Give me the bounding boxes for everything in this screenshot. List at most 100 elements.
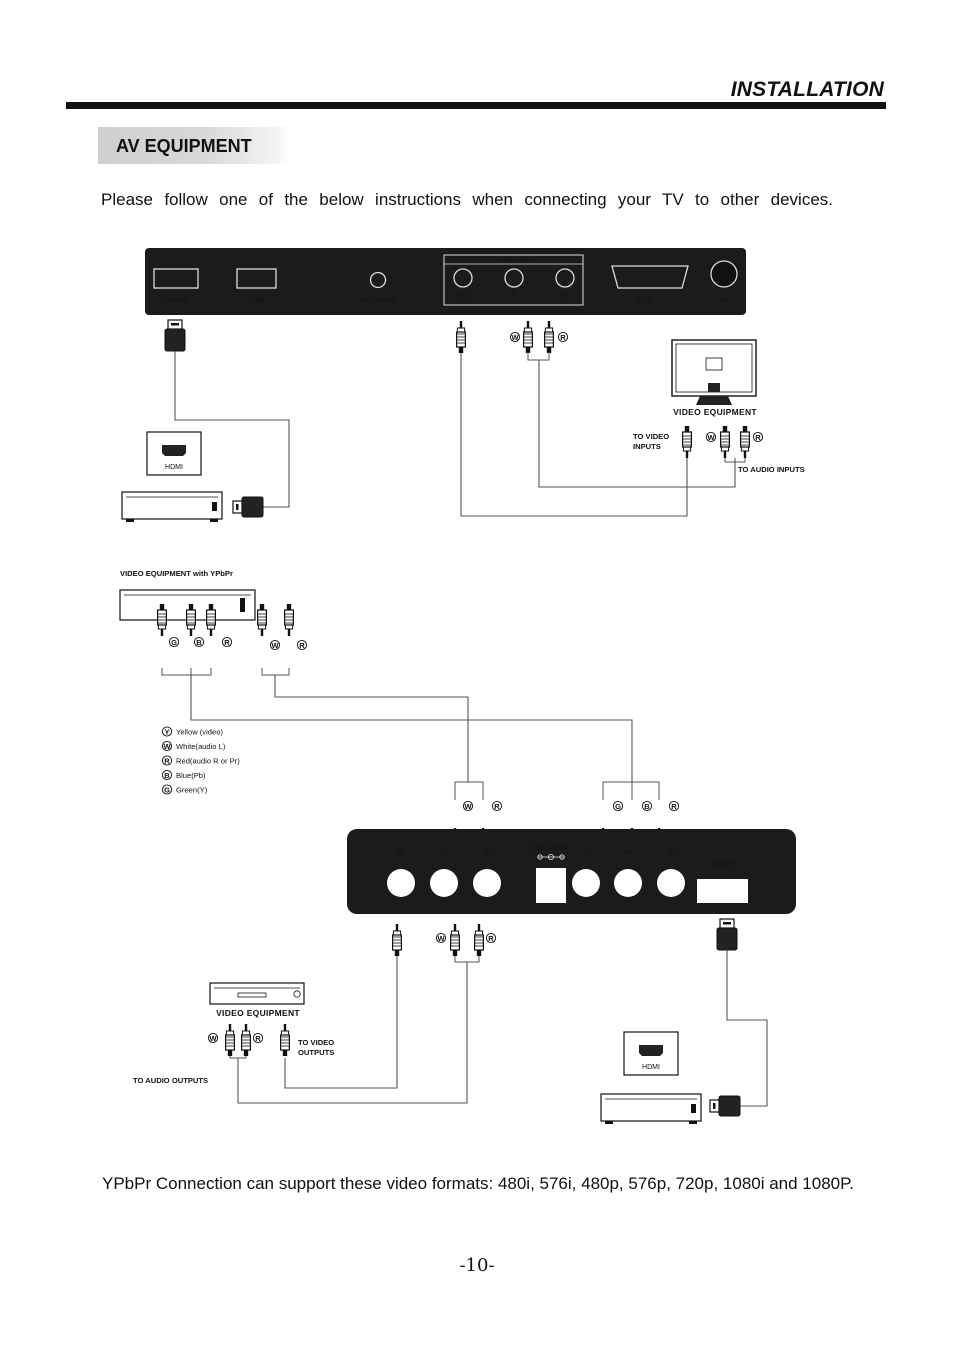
dc-polarity-icon [537, 854, 565, 861]
to-video-inputs-line1: TO VIDEO [633, 432, 669, 441]
plug-collar [740, 446, 750, 452]
hdmi-cable-top: HDMI [121, 319, 290, 522]
plug-boot [282, 1050, 288, 1056]
marker-letter: W [271, 641, 279, 650]
marker-ring [752, 431, 764, 443]
component-pb-jack [614, 869, 642, 897]
marker-letter: B [196, 638, 202, 647]
plug-boot [722, 426, 728, 432]
plug-boot [286, 604, 292, 610]
av-output-video-label: AV [459, 293, 468, 300]
marker-r: R [557, 331, 569, 343]
component-pr-label: Pr [668, 849, 676, 856]
legend-item: B Blue(Pb) [161, 769, 206, 781]
header-rule [66, 102, 886, 109]
device-output [240, 598, 245, 612]
plug-boot [452, 950, 458, 956]
set-top-box-foot [126, 519, 134, 522]
vga-port [611, 265, 689, 289]
component-join [161, 668, 212, 676]
plug-boot [188, 604, 194, 610]
legend-marker: G [161, 784, 173, 795]
panel-body [347, 829, 796, 914]
legend-marker: Y [161, 726, 173, 737]
marker-letter: B [164, 771, 170, 780]
section-tag-label: AV EQUIPMENT [116, 136, 252, 156]
hdmi-plug-panel [716, 918, 738, 951]
legend-text: Blue(Pb) [176, 771, 206, 780]
plug-boot [208, 604, 214, 610]
usb-port [236, 268, 277, 289]
set-top-box-top [121, 491, 223, 522]
dvd-player [209, 982, 305, 1005]
marker-ring [252, 1032, 264, 1044]
plug-tip [459, 321, 463, 328]
marker-letter: W [511, 333, 519, 342]
marker-ring [161, 784, 173, 795]
marker-ring [462, 800, 474, 812]
marker-r: R [296, 639, 308, 651]
section-tag: AV EQUIPMENT [98, 127, 292, 164]
set-top-box-foot [210, 519, 218, 522]
av-output-video-jack [453, 268, 473, 288]
legend-text: White(audio L) [176, 742, 226, 751]
video-plug [392, 924, 403, 956]
marker-letter: W [163, 742, 171, 751]
plug-tip [287, 629, 291, 636]
marker-letter: G [615, 802, 621, 811]
component-y-label: Y [584, 849, 589, 856]
marker-g: G [168, 636, 180, 648]
to-audio-outputs-label: TO AUDIO OUTPUTS [133, 1076, 208, 1085]
audio-l-plug [450, 924, 461, 956]
marker-w: W [435, 932, 447, 944]
marker-letter: R [488, 934, 494, 943]
to-audio-inputs-label: TO AUDIO INPUTS [738, 465, 805, 474]
av-output-l-jack [504, 268, 524, 288]
marker-g: G [612, 800, 624, 812]
audio-join [229, 1056, 247, 1059]
marker-r: R [752, 431, 764, 443]
plug-boot [259, 604, 265, 610]
audio-join [261, 668, 290, 676]
hdmi-cable-line [174, 351, 290, 508]
component-pb-label: Pb [624, 849, 633, 856]
audio-l-plug [522, 321, 533, 353]
marker-letter: W [707, 433, 715, 442]
plug-tip [477, 924, 481, 931]
polarity-plus [559, 854, 565, 860]
marker-ring [296, 639, 308, 651]
plug-tip [160, 629, 164, 636]
marker-letter: W [209, 1034, 217, 1043]
hdmi-body [716, 927, 738, 951]
marker-letter: R [494, 802, 500, 811]
hdmi-port-icon [162, 445, 186, 456]
av-output-label: AV OUTPUT [493, 257, 534, 264]
plug-tip [526, 321, 530, 328]
audio-r-jack [473, 869, 501, 897]
dc-in-port [536, 868, 566, 903]
legend-item: W White(audio L) [161, 740, 226, 752]
audio-r-plug [543, 321, 554, 353]
audio-split [527, 352, 550, 361]
video-plug [456, 321, 467, 353]
legend-text: Red(audio R or Pr) [176, 757, 240, 766]
hdmi-pins [713, 1103, 716, 1109]
marker-r: R [491, 800, 503, 812]
audio-cable-line [237, 962, 468, 1104]
video-cable-line [284, 956, 398, 1089]
marker-letter: R [299, 641, 305, 650]
hdmi-plug-box [232, 496, 264, 518]
marker-ring [435, 932, 447, 944]
marker-letter: R [164, 756, 170, 765]
rf-label: RF [719, 298, 728, 305]
hdmi-body [164, 328, 186, 352]
audio-r-plug [474, 924, 485, 956]
plug-tip [685, 451, 689, 458]
marker-r: R [668, 800, 680, 812]
plug-tip [453, 924, 457, 931]
